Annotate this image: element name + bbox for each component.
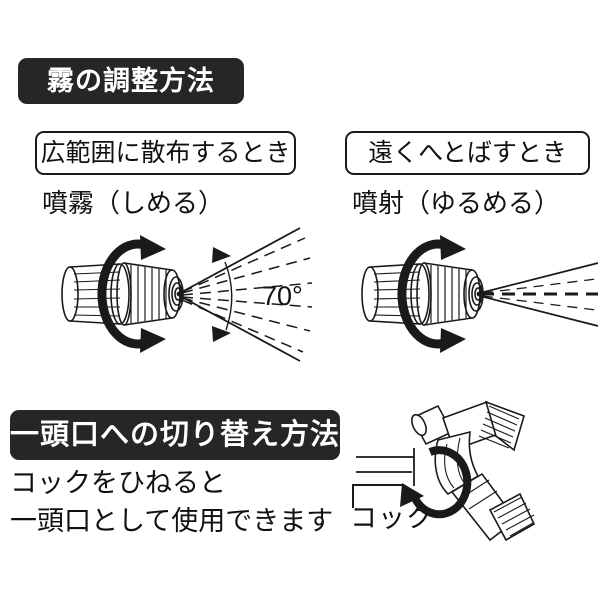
instruction-line-2: 一頭口として使用できます xyxy=(10,506,334,536)
section-heading-spray-adjustment-label: 霧の調整方法 xyxy=(47,65,215,96)
rotation-arrow-icon xyxy=(397,235,466,353)
subheading-box-wide-spray: 広範囲に散布するとき xyxy=(35,131,296,175)
subheading-box-wide-spray-label: 広範囲に散布するとき xyxy=(40,138,291,167)
subheading-box-long-range-label: 遠くへとばすとき xyxy=(368,138,567,167)
caption-mist-mode: 噴霧（しめる） xyxy=(42,188,225,218)
subheading-box-long-range: 遠くへとばすとき xyxy=(345,131,590,175)
section-heading-single-outlet-label: 一頭口への切り替え方法 xyxy=(10,418,341,451)
caption-jet-mode: 噴射（ゆるめる） xyxy=(352,188,561,218)
instruction-line-1: コックをひねると xyxy=(10,468,226,498)
rotation-arrow-icon xyxy=(97,235,166,353)
section-heading-single-outlet: 一頭口への切り替え方法 xyxy=(10,410,340,460)
section-heading-spray-adjustment: 霧の調整方法 xyxy=(18,58,244,104)
cock-callout-label: コック xyxy=(350,503,434,533)
spray-angle-label: 70° xyxy=(262,281,303,311)
